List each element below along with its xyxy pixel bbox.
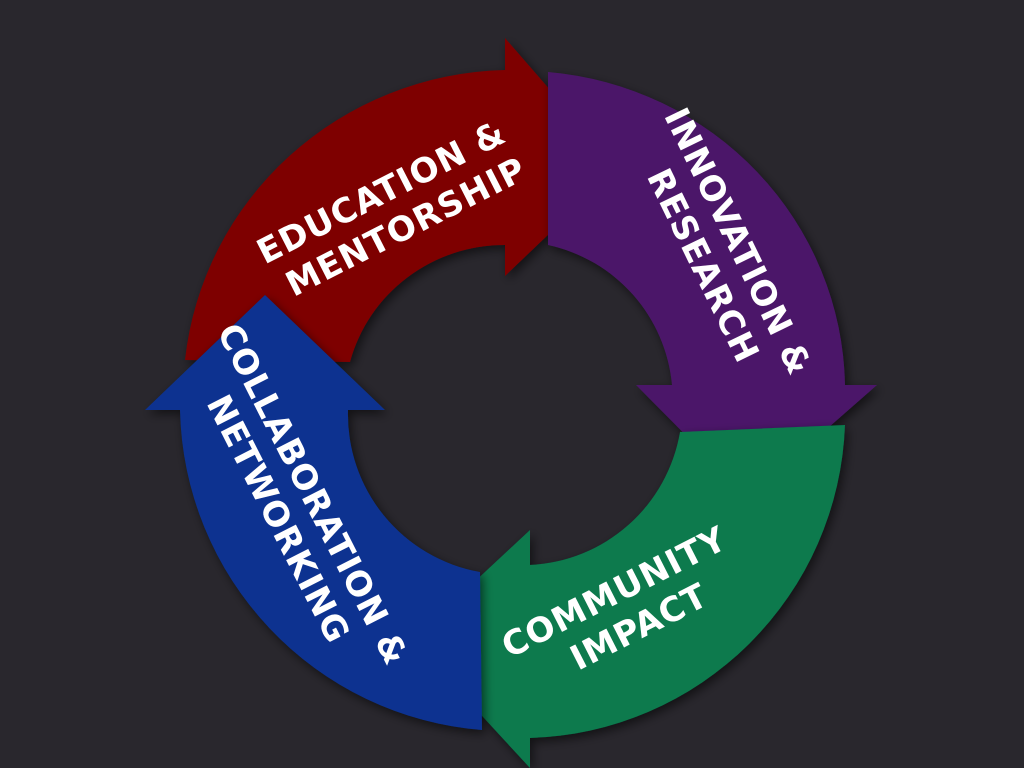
innovation-arrow-shape xyxy=(548,72,877,498)
segment-community-impact: COMMUNITY IMPACT xyxy=(412,425,845,768)
education-arrow-shape xyxy=(185,38,618,362)
segment-collaboration-networking: COLLABORATION & NETWORKING xyxy=(145,295,482,730)
collaboration-arrow-shape xyxy=(145,295,482,730)
community-arrow-shape xyxy=(412,425,845,768)
